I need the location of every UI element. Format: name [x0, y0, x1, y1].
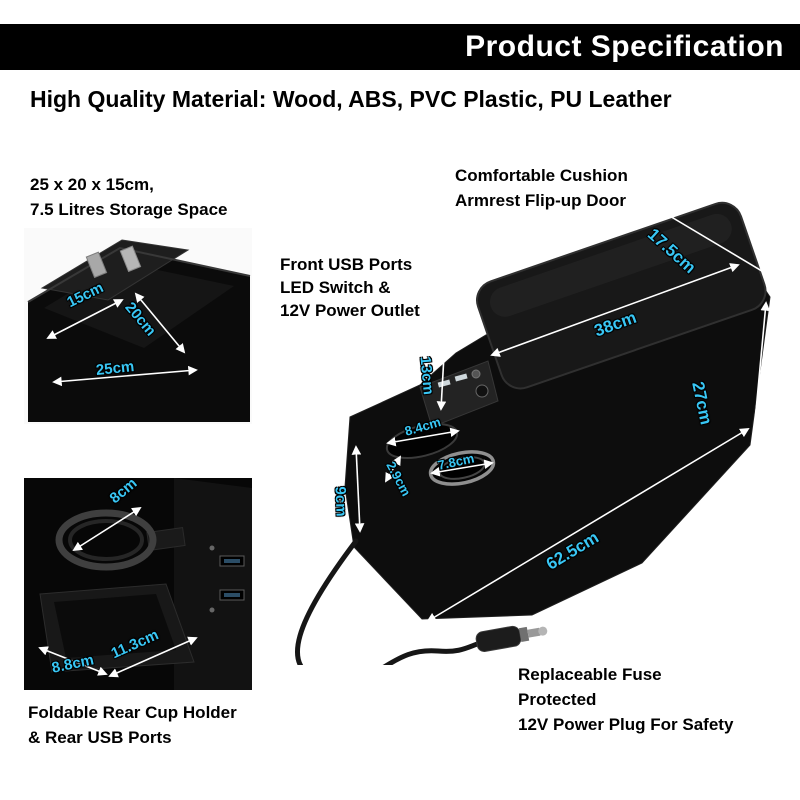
power-outlet-icon: [475, 384, 489, 398]
screw-icon: [209, 545, 215, 551]
callout-storage-size: 25 x 20 x 15cm, 7.5 Litres Storage Space: [30, 175, 228, 219]
power-plug-icon: [475, 625, 548, 652]
storage-box-illustration: [24, 228, 252, 424]
materials-heading: High Quality Material: Wood, ABS, PVC Pl…: [30, 86, 672, 112]
dim-console-front-height: 9cm: [331, 486, 350, 517]
callout-front-ports: Front USB Ports LED Switch & 12V Power O…: [280, 255, 420, 320]
led-switch-icon: [471, 369, 481, 379]
dimension-arrows: [38, 506, 198, 678]
header-bar: Product Specification: [0, 24, 800, 70]
callout-cup-holder: Foldable Rear Cup Holder & Rear USB Port…: [28, 703, 237, 747]
cup-holder-photo: [24, 478, 252, 690]
callout-cushion-armrest: Comfortable Cushion Armrest Flip-up Door: [455, 166, 628, 210]
dimension-arrows: [351, 208, 774, 622]
cup-holder-illustration: [24, 478, 252, 690]
dimension-arrows: [46, 292, 198, 387]
page-title: Product Specification: [465, 30, 784, 63]
hinge-icon: [85, 245, 142, 279]
cup-ring-arm: [146, 527, 186, 551]
box-rim-edge: [27, 246, 251, 303]
screw-icon: [209, 607, 215, 613]
storage-box-photo: [24, 228, 252, 424]
armrest-console-illustration: [295, 201, 774, 665]
power-cable: [295, 538, 483, 665]
dim-console-panel-height: 13cm: [416, 355, 437, 396]
callout-fuse-plug: Replaceable Fuse Protected 12V Power Plu…: [518, 665, 734, 734]
usb-ports-icon: [219, 555, 245, 601]
armrest-console-photo: [270, 195, 780, 665]
